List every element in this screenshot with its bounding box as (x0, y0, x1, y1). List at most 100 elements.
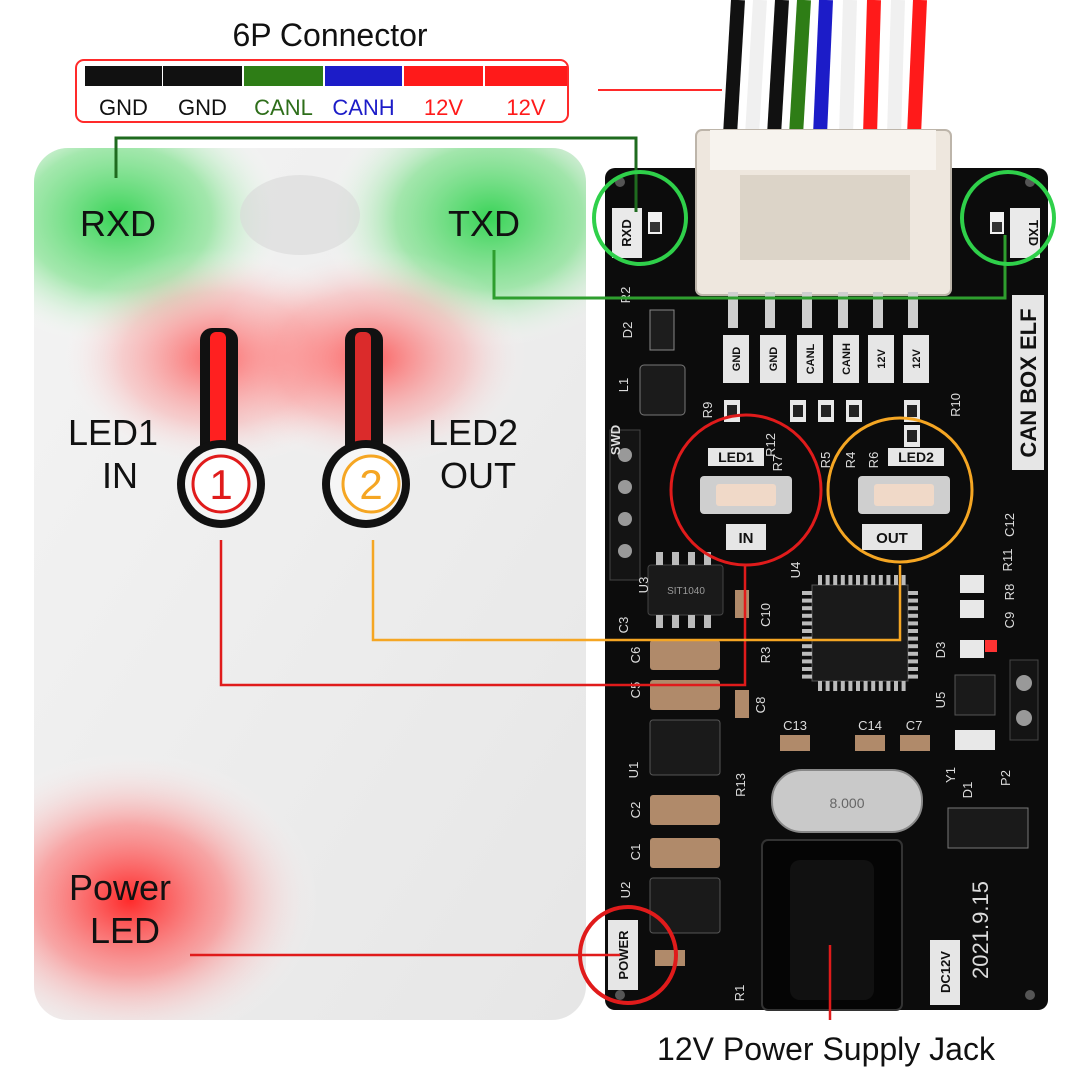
pin-silk-label-6: 12V (911, 349, 923, 369)
ref-label-c8: C8 (753, 697, 768, 714)
pin-silk-label-1: GND (731, 347, 743, 372)
pin-silk-box-4 (833, 335, 859, 383)
ref-label-c2: C2 (628, 802, 643, 819)
connector-pin-label-6: 12V (506, 95, 545, 120)
ref-label-r4: R4 (843, 452, 858, 469)
chip-u3-silk: SIT1040 (667, 586, 705, 597)
pin-silk-label-5: 12V (876, 349, 888, 369)
ref-label-r3: R3 (758, 647, 773, 664)
pin-silk-box-1 (723, 335, 749, 383)
out-silk: OUT (876, 530, 908, 547)
power-led-label: Power LED (69, 867, 181, 951)
ref-label-c14: C14 (858, 718, 882, 733)
connector-pin-label-4: CANH (332, 95, 394, 120)
rxd-label: RXD (80, 203, 156, 244)
ref-label-c7: C7 (906, 718, 923, 733)
ref-label-u5: U5 (933, 692, 948, 709)
led1-label-line2: IN (102, 455, 138, 496)
capacitors (650, 590, 930, 966)
led2-badge: 2 (341, 454, 401, 514)
led2-highlight-circle (826, 416, 974, 564)
txd-highlight-circle (960, 170, 1056, 266)
pcb-board: GND GND CANL CANH 12V 12V RXD TXD CAN BOX ELF… (605, 129, 1048, 1011)
enclosure (34, 148, 586, 1020)
ref-label-c13: C13 (783, 718, 807, 733)
power-led-label-line1: Power (69, 867, 171, 908)
connector-pin-label-5: 12V (424, 95, 463, 120)
connector-pin-bar-6 (485, 66, 567, 86)
pin-silk-label-2: GND (768, 347, 780, 372)
connector-pin-label-3: CANL (254, 95, 313, 120)
txd-callout-line (492, 235, 1007, 300)
ref-label-u1: U1 (626, 762, 641, 779)
pin-silk-box-3 (797, 335, 823, 383)
in-silk: IN (739, 530, 754, 547)
board-name: CAN BOX ELF (1016, 308, 1041, 457)
ref-label-r6: R6 (866, 452, 881, 469)
ref-label-r9: R9 (700, 402, 715, 419)
ref-label-l1: L1 (616, 378, 631, 392)
power-silk: POWER (616, 930, 631, 980)
connector-pin-bar-4 (325, 66, 402, 86)
power-led-label-line2: LED (90, 910, 160, 951)
rxd-highlight-circle (592, 170, 688, 266)
crystal-y1: 8.000 (771, 769, 923, 833)
power-jack-label: 12V Power Supply Jack (657, 1031, 996, 1067)
connector-title: 6P Connector (232, 17, 427, 53)
rxd-silk: RXD (619, 219, 634, 246)
pin-silk-label-3: CANL (805, 343, 817, 374)
power-jack (761, 839, 903, 1011)
ref-label-u2: U2 (618, 882, 633, 899)
txd-silk: TXD (1026, 220, 1041, 246)
ref-label-c9: C9 (1002, 612, 1017, 629)
led2-label: LED2 OUT (428, 412, 528, 496)
ref-label-c6: C6 (628, 647, 643, 664)
connector-pin-bars: GND GND CANL CANH 12V 12V (85, 66, 567, 120)
ref-label-d2: D2 (620, 322, 635, 339)
led2-label-line1: LED2 (428, 412, 518, 453)
ref-label-u4: U4 (788, 562, 803, 579)
led2-badge-number: 2 (359, 461, 382, 508)
pin-silk-box-6 (903, 335, 929, 383)
ref-label-r10: R10 (948, 393, 963, 417)
connector-pin-bar-5 (404, 66, 483, 86)
ref-label-u3: U3 (636, 577, 651, 594)
ref-label-r1: R1 (732, 985, 747, 1002)
led1-badge-number: 1 (209, 461, 232, 508)
rxd-callout-line (114, 136, 638, 212)
swd-silk: SWD (608, 425, 623, 455)
chip-u3: SIT1040 (647, 552, 724, 628)
swd-header (609, 429, 641, 581)
ref-label-d1: D1 (960, 782, 975, 799)
connector-pin-bar-1 (85, 66, 162, 86)
led1-silk: LED1 (718, 449, 754, 465)
txd-label: TXD (448, 203, 520, 244)
wire-bundle (723, 0, 927, 136)
date-silk: 2021.9.15 (968, 881, 993, 979)
ref-label-c1: C1 (628, 844, 643, 861)
power-led-highlight-circle (578, 905, 678, 1005)
chip-u4 (802, 575, 918, 691)
dc-silk: DC12V (938, 951, 953, 993)
led1-badge: 1 (191, 454, 251, 514)
led2-silk: LED2 (898, 449, 934, 465)
header-pins (728, 292, 918, 328)
ref-label-p2: P2 (998, 770, 1013, 786)
resistor-row (724, 400, 920, 447)
ref-label-y1: Y1 (943, 767, 958, 783)
led1-highlight-circle (669, 413, 823, 567)
connector-pin-label-2: GND (178, 95, 227, 120)
pin-silk-box-5 (868, 335, 894, 383)
ref-label-r7: R7 (770, 455, 785, 472)
pin-header-silk-labels: GND GND CANL CANH 12V 12V (723, 335, 929, 383)
led2-label-line2: OUT (440, 455, 516, 496)
pin-silk-label-4: CANH (841, 343, 853, 375)
ref-label-r13: R13 (733, 773, 748, 797)
ref-label-c12: C12 (1002, 513, 1017, 537)
led1-callout-line (219, 540, 747, 687)
connector-pin-label-1: GND (99, 95, 148, 120)
led1-label: LED1 IN (68, 412, 168, 496)
pin-silk-box-2 (760, 335, 786, 383)
ref-label-r11: R11 (1000, 549, 1015, 572)
